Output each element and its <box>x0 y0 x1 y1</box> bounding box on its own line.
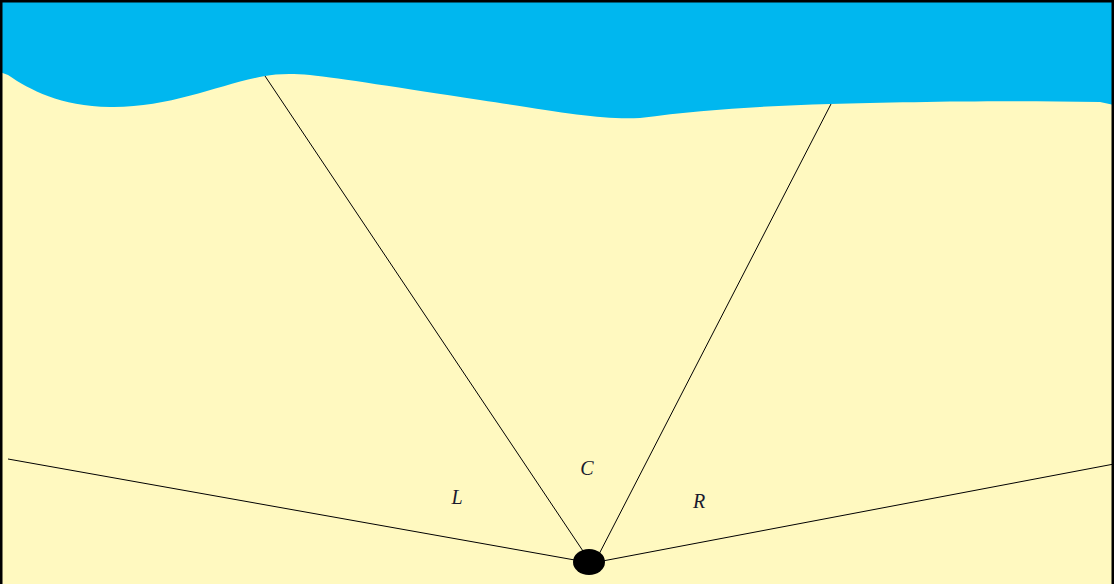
region-label: C <box>580 458 593 478</box>
water <box>0 0 1114 118</box>
sight-line <box>596 104 831 560</box>
sight-line <box>592 464 1114 563</box>
region-label: L <box>451 487 462 507</box>
sight-lines <box>8 76 1114 563</box>
region-label: R <box>693 491 705 511</box>
observer-dot <box>573 549 605 575</box>
sight-line <box>8 459 586 562</box>
sight-line <box>265 76 589 560</box>
